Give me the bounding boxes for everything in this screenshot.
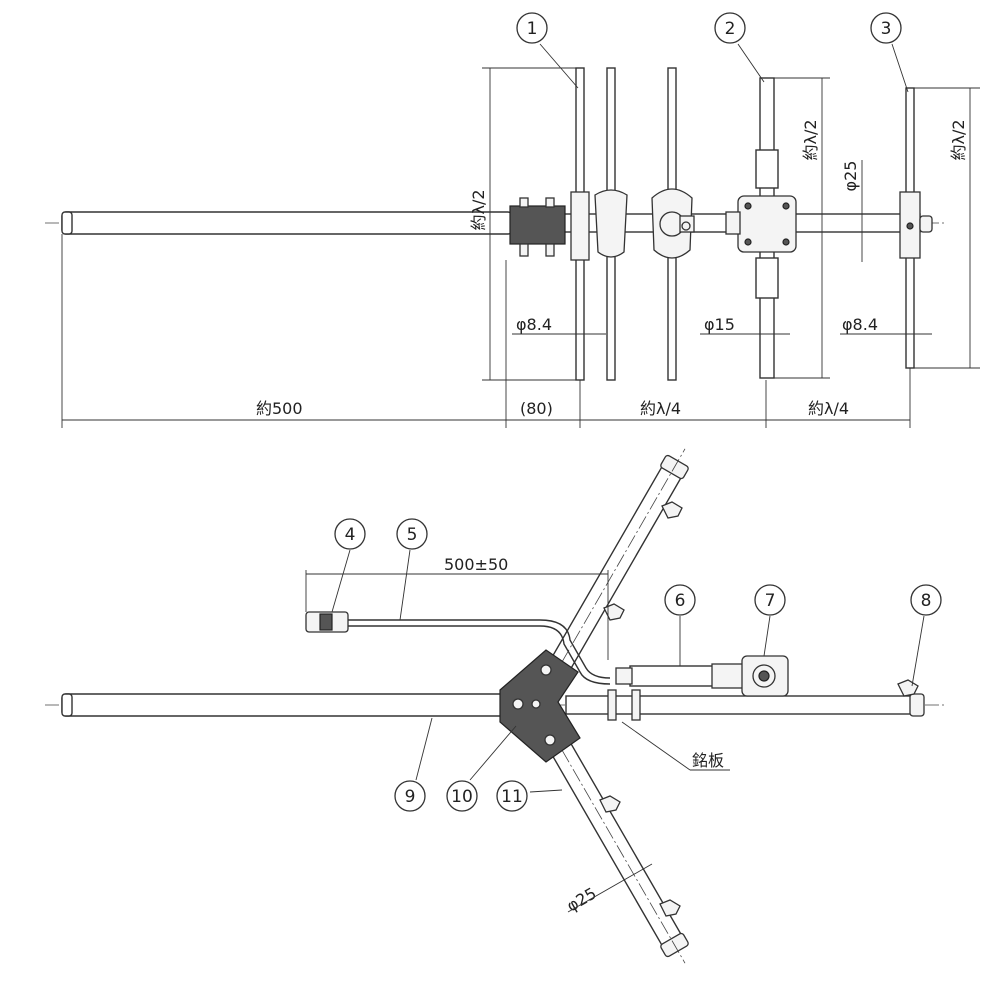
callout-1: 1	[527, 19, 538, 39]
callout-6: 6	[675, 591, 686, 611]
bottom-view: 500±50 φ25 銘板 4 5 6 7 8 9 10	[45, 448, 945, 964]
callout-9: 9	[405, 787, 416, 807]
top-view: 約500 (80) 約λ/4 約λ/4 約λ/2 約λ/2 約λ/2 φ25 φ…	[45, 12, 980, 428]
dim-radiator-length: 約λ/2	[801, 119, 820, 160]
coax-cable	[348, 619, 611, 679]
callout-7: 7	[765, 591, 776, 611]
boom-tube	[61, 211, 513, 235]
callout-8: 8	[921, 591, 932, 611]
dim-offset: (80)	[520, 399, 553, 418]
dim-spacing-1: 約λ/4	[640, 399, 681, 418]
dim-element-3-length: 約λ/2	[949, 119, 968, 160]
callout-3: 3	[881, 19, 892, 39]
main-boom	[61, 693, 513, 717]
gamma-tube	[629, 665, 723, 687]
mast-clamp	[509, 205, 566, 245]
dim-cable-length: 500±50	[444, 555, 508, 574]
dim-element-3-diameter: φ8.4	[842, 315, 878, 334]
callout-4: 4	[345, 525, 356, 545]
dim-element-1-diameter: φ8.4	[516, 315, 552, 334]
callout-5: 5	[407, 525, 418, 545]
callout-10: 10	[451, 787, 473, 807]
dim-spacing-2: 約λ/4	[808, 399, 849, 418]
dim-arm-diameter: φ25	[563, 884, 599, 916]
callout-2: 2	[725, 19, 736, 39]
callout-11: 11	[501, 787, 523, 807]
dim-element-1-length: 約λ/2	[469, 189, 488, 230]
nameplate-label: 銘板	[692, 751, 724, 770]
dim-boom-length: 約500	[256, 399, 303, 418]
dim-radiator-diameter: φ15	[704, 315, 735, 334]
dim-boom-diameter: φ25	[841, 161, 860, 192]
